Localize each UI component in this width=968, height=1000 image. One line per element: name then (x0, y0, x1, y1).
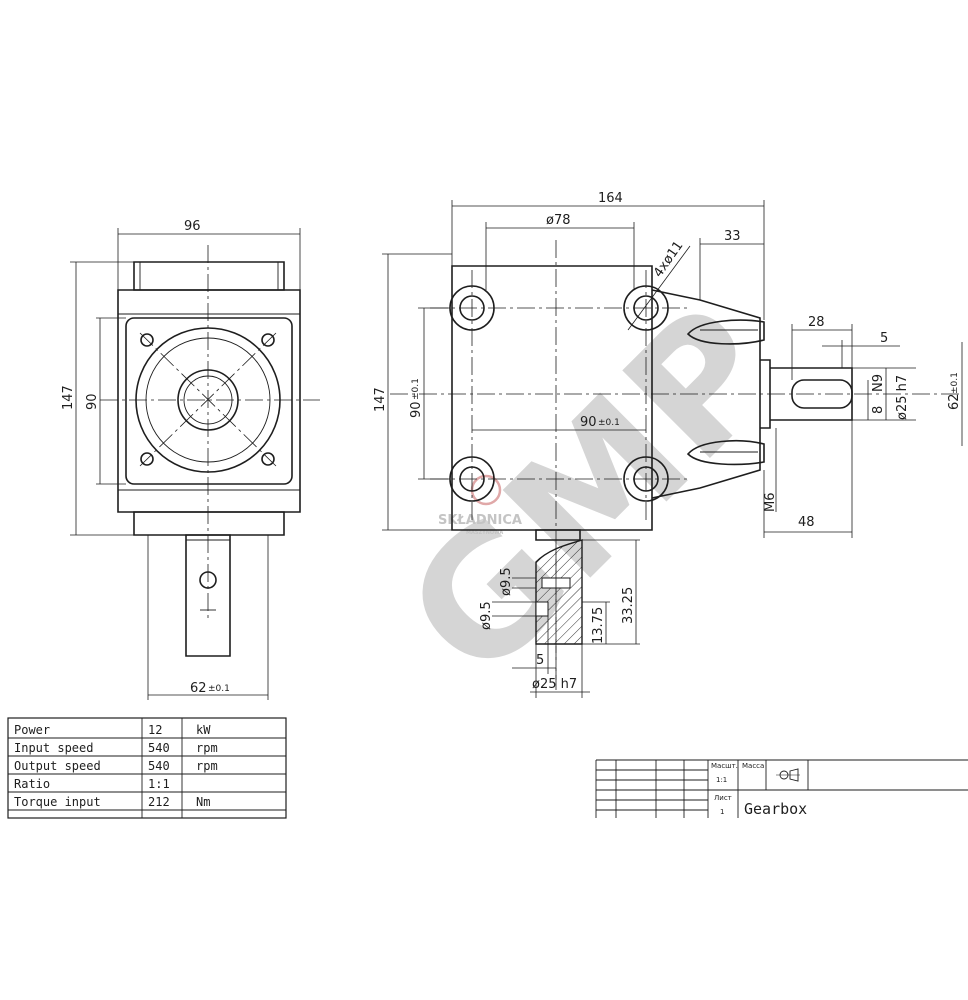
side-view (100, 245, 320, 657)
title-scale-value: 1:1 (716, 776, 727, 784)
dim-flange: 62 (947, 393, 962, 410)
spec-unit: Nm (196, 795, 210, 809)
dim-key-width: N9 (871, 374, 886, 392)
dim-bolt-circle: ø78 (546, 213, 571, 228)
dim-key-offset: 5 (880, 331, 888, 346)
title-sheet-value: 1 (720, 808, 724, 816)
spec-value: 540 (148, 759, 170, 773)
dim-holes: 4xø11 (651, 239, 686, 281)
dim-side-width: 96 (184, 219, 201, 234)
dim-section-h2: 13.75 (591, 607, 606, 644)
spec-label: Output speed (14, 759, 101, 773)
dim-front-height: 147 (373, 387, 388, 412)
section-dimensions: ø9.5 ø9.5 33.25 13.75 5 ø25 h7 (479, 539, 640, 698)
dim-section-h1: 33.25 (621, 587, 636, 624)
dim-shaft-length: 33 (724, 229, 741, 244)
title-sheet-label: Лист (714, 794, 732, 802)
side-dimensions: 96 147 90 62 ±0.1 (61, 219, 301, 700)
dim-side-inner: 90 (85, 393, 100, 410)
title-block: Масшт. 1:1 Масса Лист 1 Gearbox (595, 759, 968, 818)
dim-side-bottom-tol: ±0.1 (208, 684, 230, 694)
dim-side-bottom: 62 (190, 681, 207, 696)
dim-thread: M6 (763, 493, 778, 513)
spec-label: Power (14, 723, 50, 737)
title-scale-label: Масшт. (711, 762, 738, 770)
dim-side-height: 147 (61, 385, 76, 410)
section-view (535, 539, 583, 680)
dim-key-depth: 8 (871, 406, 886, 414)
title-mass-label: Масса (742, 762, 764, 770)
spec-label: Ratio (14, 777, 50, 791)
spec-value: 12 (148, 723, 162, 737)
spec-value: 540 (148, 741, 170, 755)
dim-key-length: 28 (808, 315, 825, 330)
spec-label: Input speed (14, 741, 93, 755)
dim-bolt-vertical: 90 (409, 401, 424, 418)
spec-label: Torque input (14, 795, 101, 809)
dim-front-width: 164 (598, 191, 623, 206)
watermark: GMP SKŁADNICA MASZYNOWA (370, 270, 816, 716)
spec-table: Power 12 kW Input speed 540 rpm Output s… (7, 717, 287, 819)
dim-bolt-horizontal: 90 (580, 415, 597, 430)
spec-value: 212 (148, 795, 170, 809)
dim-section-d1: ø9.5 (499, 567, 514, 596)
dim-flange-tol: ±0.1 (950, 372, 960, 394)
dim-section-w: 5 (536, 653, 544, 668)
projection-symbol-icon (776, 768, 800, 782)
watermark-brand: SKŁADNICA (438, 513, 522, 528)
title-name: Gearbox (744, 800, 807, 818)
watermark-logo: GMP (370, 270, 816, 716)
dim-section-diameter: ø25 h7 (532, 677, 577, 692)
watermark-sub: MASZYNOWA (466, 530, 503, 536)
spec-unit: rpm (196, 741, 218, 755)
dim-shaft-body: 48 (798, 515, 815, 530)
dim-bolt-horizontal-tol: ±0.1 (598, 418, 620, 428)
dim-bolt-vertical-tol: ±0.1 (411, 378, 421, 400)
spec-unit: kW (196, 723, 211, 737)
dim-shaft-diameter: ø25 h7 (895, 375, 910, 420)
spec-unit: rpm (196, 759, 218, 773)
dim-section-d2: ø9.5 (479, 601, 494, 630)
spec-value: 1:1 (148, 777, 170, 791)
